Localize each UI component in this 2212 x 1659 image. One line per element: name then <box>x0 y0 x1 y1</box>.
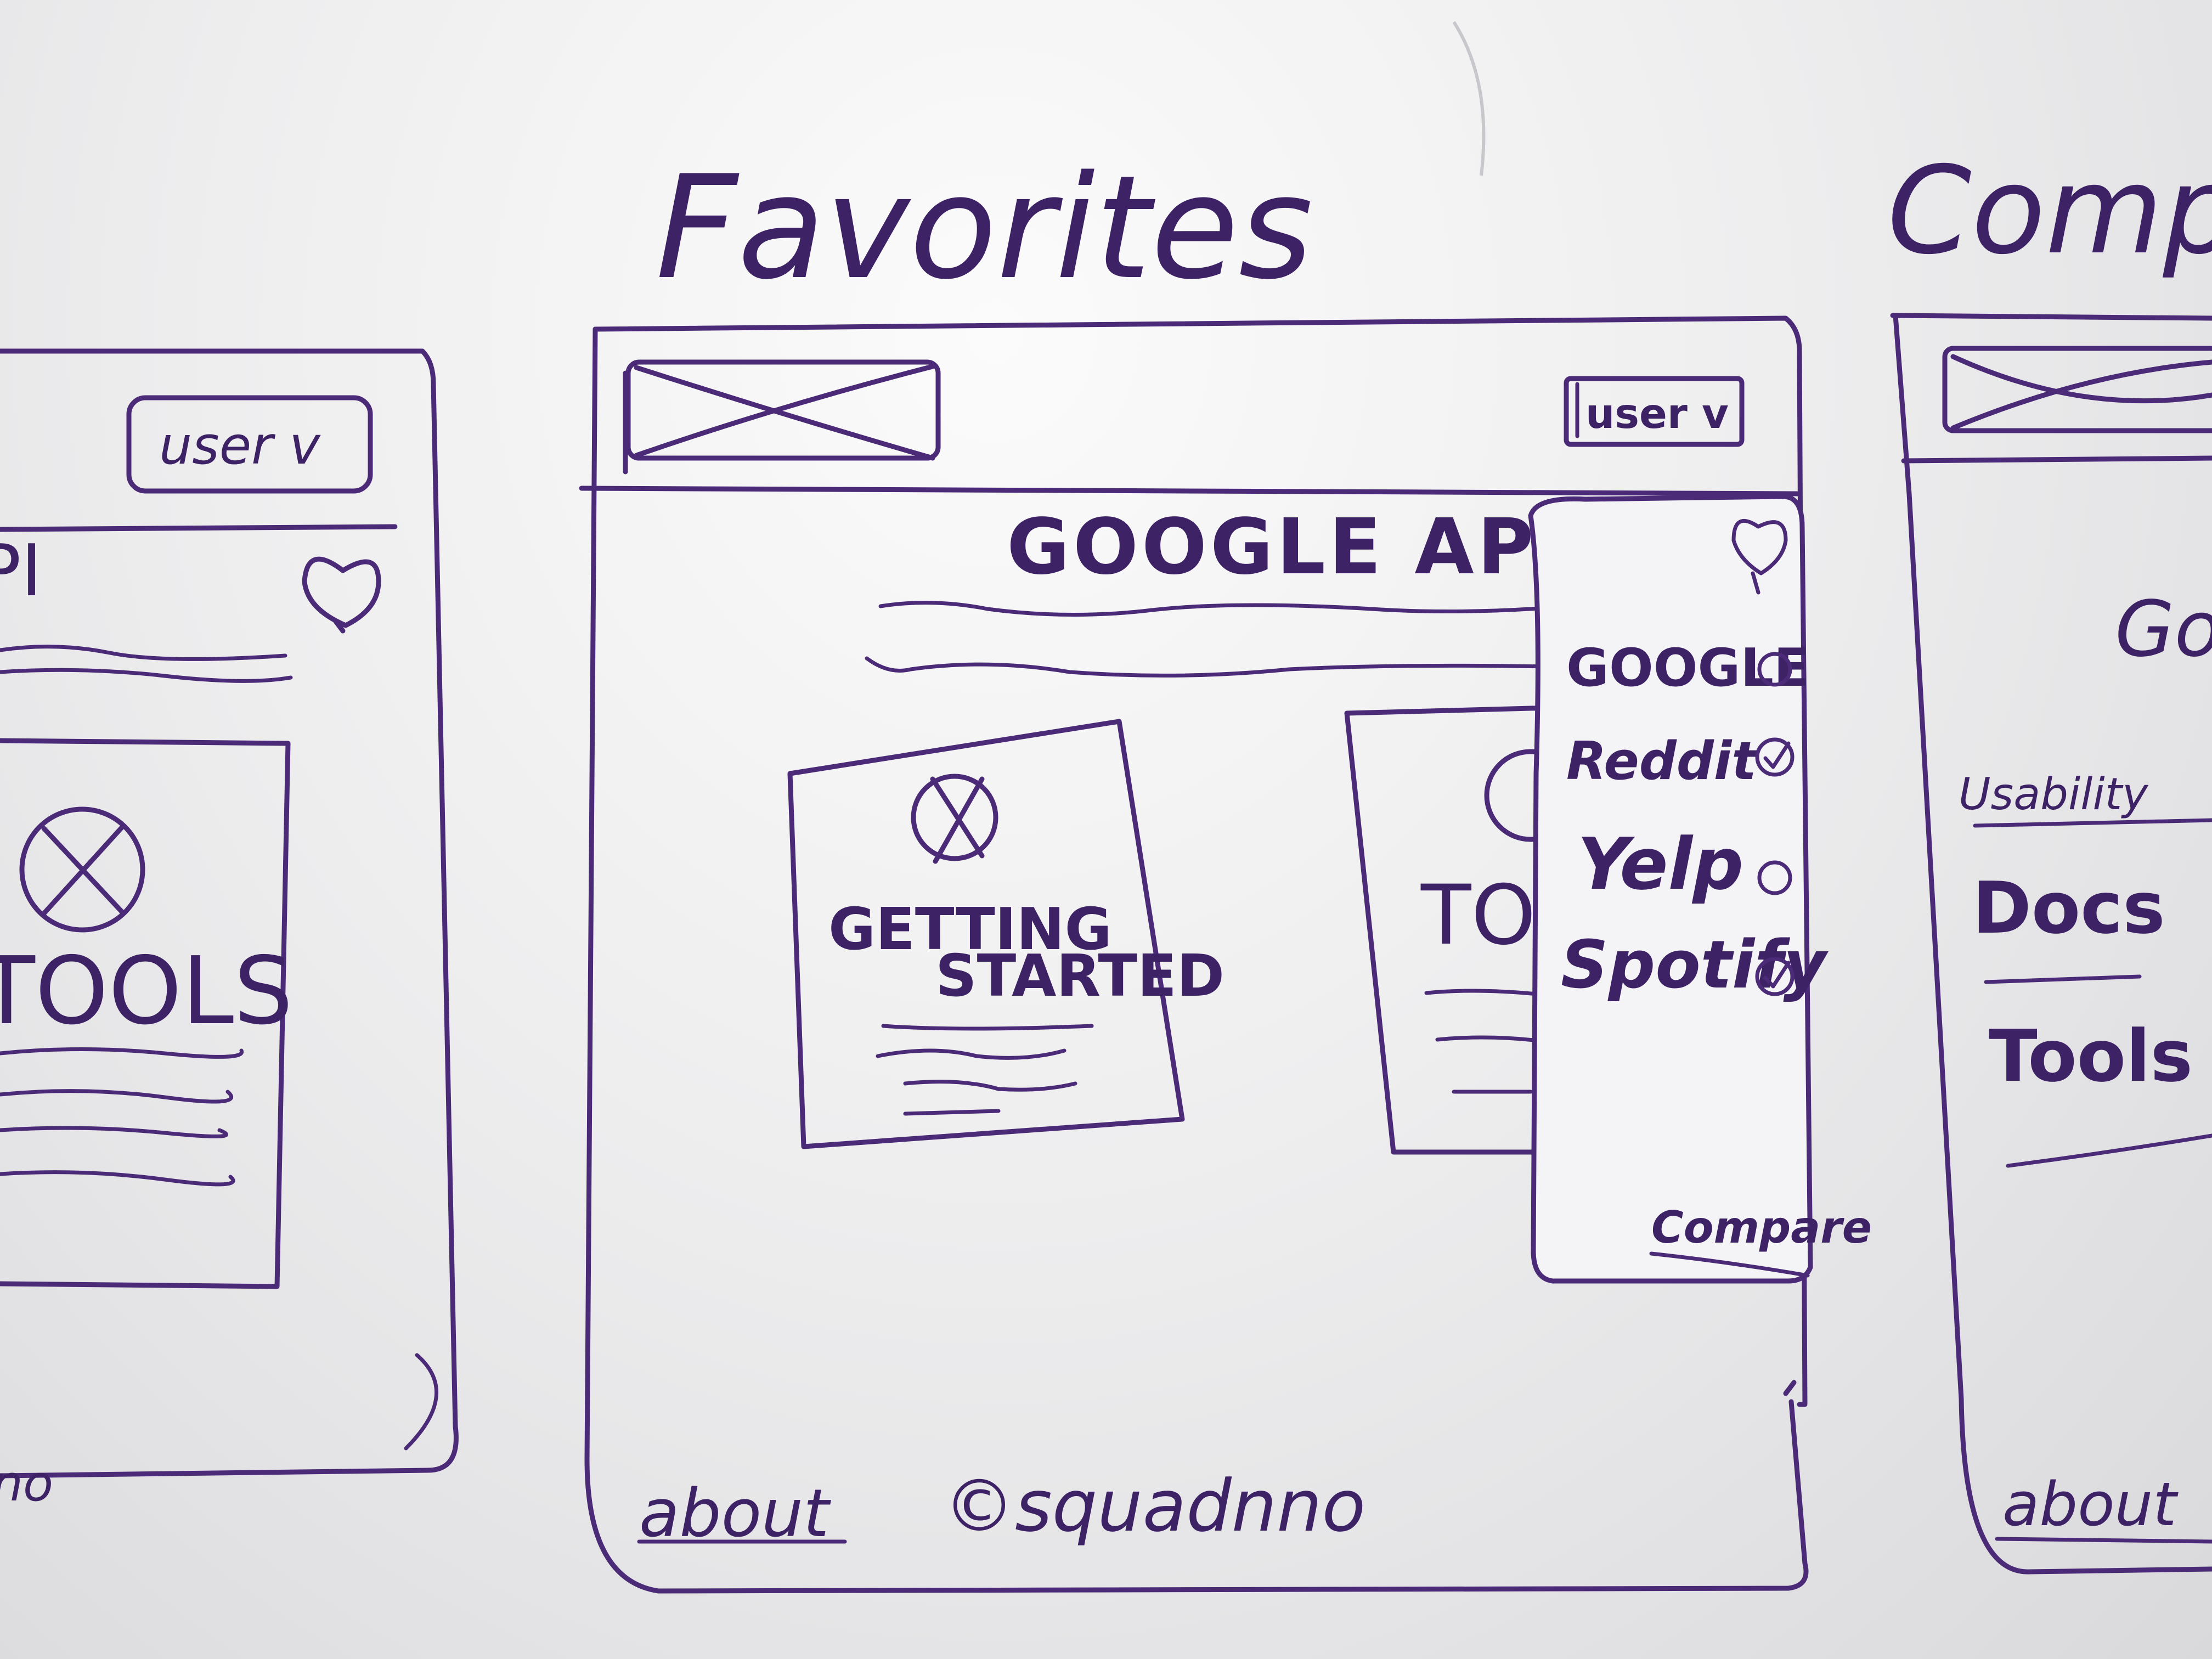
favorites-wireframe: Favorites user v GOOGLE API GETTING STA <box>579 145 1872 1594</box>
api-title: GOOGLE API <box>1007 503 1568 592</box>
fav-item-yelp-radio[interactable] <box>1757 860 1792 895</box>
fav-item-yelp-label: Yelp <box>1577 822 1743 906</box>
fav-item-google-label: GOOGLE <box>1566 638 1809 698</box>
footer-copyright: ©squadnno <box>944 1464 1365 1548</box>
fav-item-reddit-checkbox[interactable] <box>1755 737 1795 777</box>
center-user-button[interactable]: user v <box>1564 376 1745 447</box>
board-smudge <box>1452 21 1486 176</box>
favorites-panel: GOOGLE Reddit Yelp Spotify Compare <box>1528 494 1872 1284</box>
left-footer-fragment: no <box>0 1455 53 1513</box>
left-tools-card[interactable]: TOOLS <box>0 738 293 1289</box>
left-user-button[interactable] <box>126 395 373 494</box>
left-title-fragment: PI <box>0 529 42 612</box>
footer-about-link[interactable]: about <box>639 1476 831 1552</box>
left-wireframe: user v PI TOOLS no <box>0 348 459 1513</box>
right-footer-about[interactable]: about <box>2002 1469 2179 1539</box>
getting-started-card[interactable]: GETTING STARTED <box>787 719 1224 1149</box>
compare-link[interactable]: Compare <box>1651 1202 1872 1253</box>
left-card-label: TOOLS <box>0 937 293 1046</box>
card2-label: TO <box>1420 868 1536 963</box>
center-logo-placeholder[interactable] <box>623 359 941 475</box>
docs-link[interactable]: Docs <box>1972 866 2165 950</box>
fav-item-google-radio[interactable] <box>1757 652 1792 687</box>
left-card-image-icon <box>19 806 145 933</box>
right-logo-placeholder[interactable] <box>1942 346 2212 433</box>
left-user-button-label: user v <box>159 416 321 476</box>
panel-heart-icon[interactable] <box>1731 519 1788 595</box>
card1-label-line1: GETTING <box>828 896 1112 963</box>
left-heart-icon <box>302 556 381 634</box>
comparison-wireframe: Comparis Go Usability Docs Tools about <box>1887 140 2212 1575</box>
center-user-button-label: user v <box>1585 390 1729 438</box>
fav-item-spotify-checkbox[interactable] <box>1755 957 1795 996</box>
fav-item-reddit-label: Reddit <box>1566 731 1758 792</box>
tools-link[interactable]: Tools <box>1989 1014 2193 1098</box>
comparison-heading: Comparis <box>1887 140 2212 281</box>
favorites-heading: Favorites <box>656 145 1313 311</box>
card1-label-line2: STARTED <box>935 943 1224 1009</box>
right-title-fragment: Go <box>2115 585 2212 674</box>
card1-image-icon <box>911 774 998 861</box>
usability-label: Usability <box>1959 769 2149 820</box>
